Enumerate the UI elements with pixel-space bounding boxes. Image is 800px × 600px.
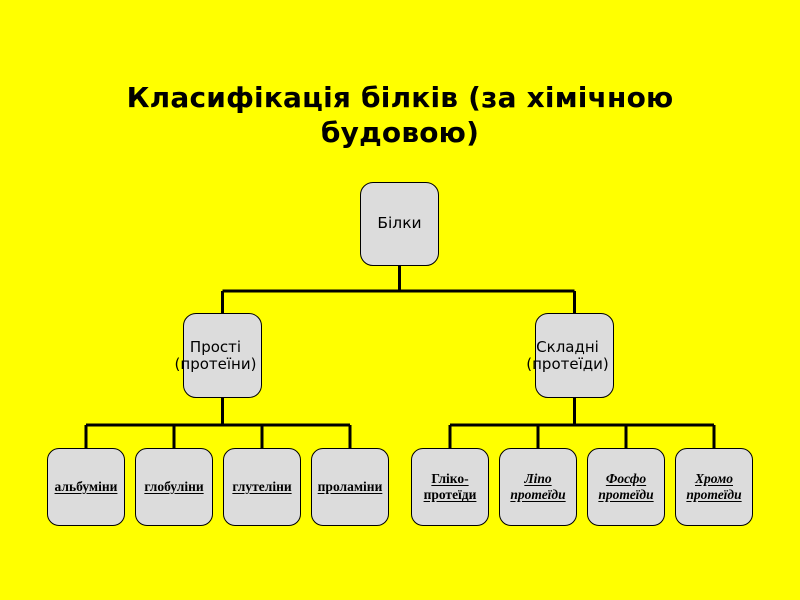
tree-leaf-glycoproteids-label: Гліко- протеїди [423, 470, 477, 502]
tree-leaf-lipoproteids[interactable]: Ліпо протеїди [499, 448, 577, 526]
tree-node-root[interactable]: Білки [360, 182, 439, 266]
tree-leaf-prolamins-label: проламіни [317, 478, 383, 494]
tree-leaf-prolamins[interactable]: проламіни [311, 448, 389, 526]
tree-leaf-chromoproteids-label: Хромо протеїди [686, 470, 742, 502]
tree-leaf-globulins[interactable]: глобуліни [135, 448, 213, 526]
tree-leaf-lipoproteids-label: Ліпо протеїди [510, 470, 566, 502]
tree-leaf-chromoproteids[interactable]: Хромо протеїди [675, 448, 753, 526]
tree-node-root-label: Білки [377, 214, 422, 233]
tree-leaf-glycoproteids[interactable]: Гліко- протеїди [411, 448, 489, 526]
tree-node-simple-proteins[interactable]: Прості (протеїни) [175, 313, 262, 398]
page-title: Класифікація білків (за хімічною будовою… [126, 81, 674, 149]
tree-leaf-albumins[interactable]: альбуміни [47, 448, 125, 526]
tree-node-complex-proteins-label: Складні (протеїди) [526, 337, 609, 373]
tree-leaf-glutelins-label: глутеліни [232, 478, 292, 494]
tree-leaf-albumins-label: альбуміни [54, 478, 118, 494]
tree-leaf-phosphoproteids[interactable]: Фосфо протеїди [587, 448, 665, 526]
tree-node-complex-proteins[interactable]: Складні (протеїди) [526, 313, 614, 398]
tree-leaf-phosphoproteids-label: Фосфо протеїди [598, 470, 654, 502]
tree-node-simple-proteins-label: Прості (протеїни) [174, 337, 257, 373]
tree-leaf-globulins-label: глобуліни [144, 478, 204, 494]
tree-leaf-glutelins[interactable]: глутеліни [223, 448, 301, 526]
